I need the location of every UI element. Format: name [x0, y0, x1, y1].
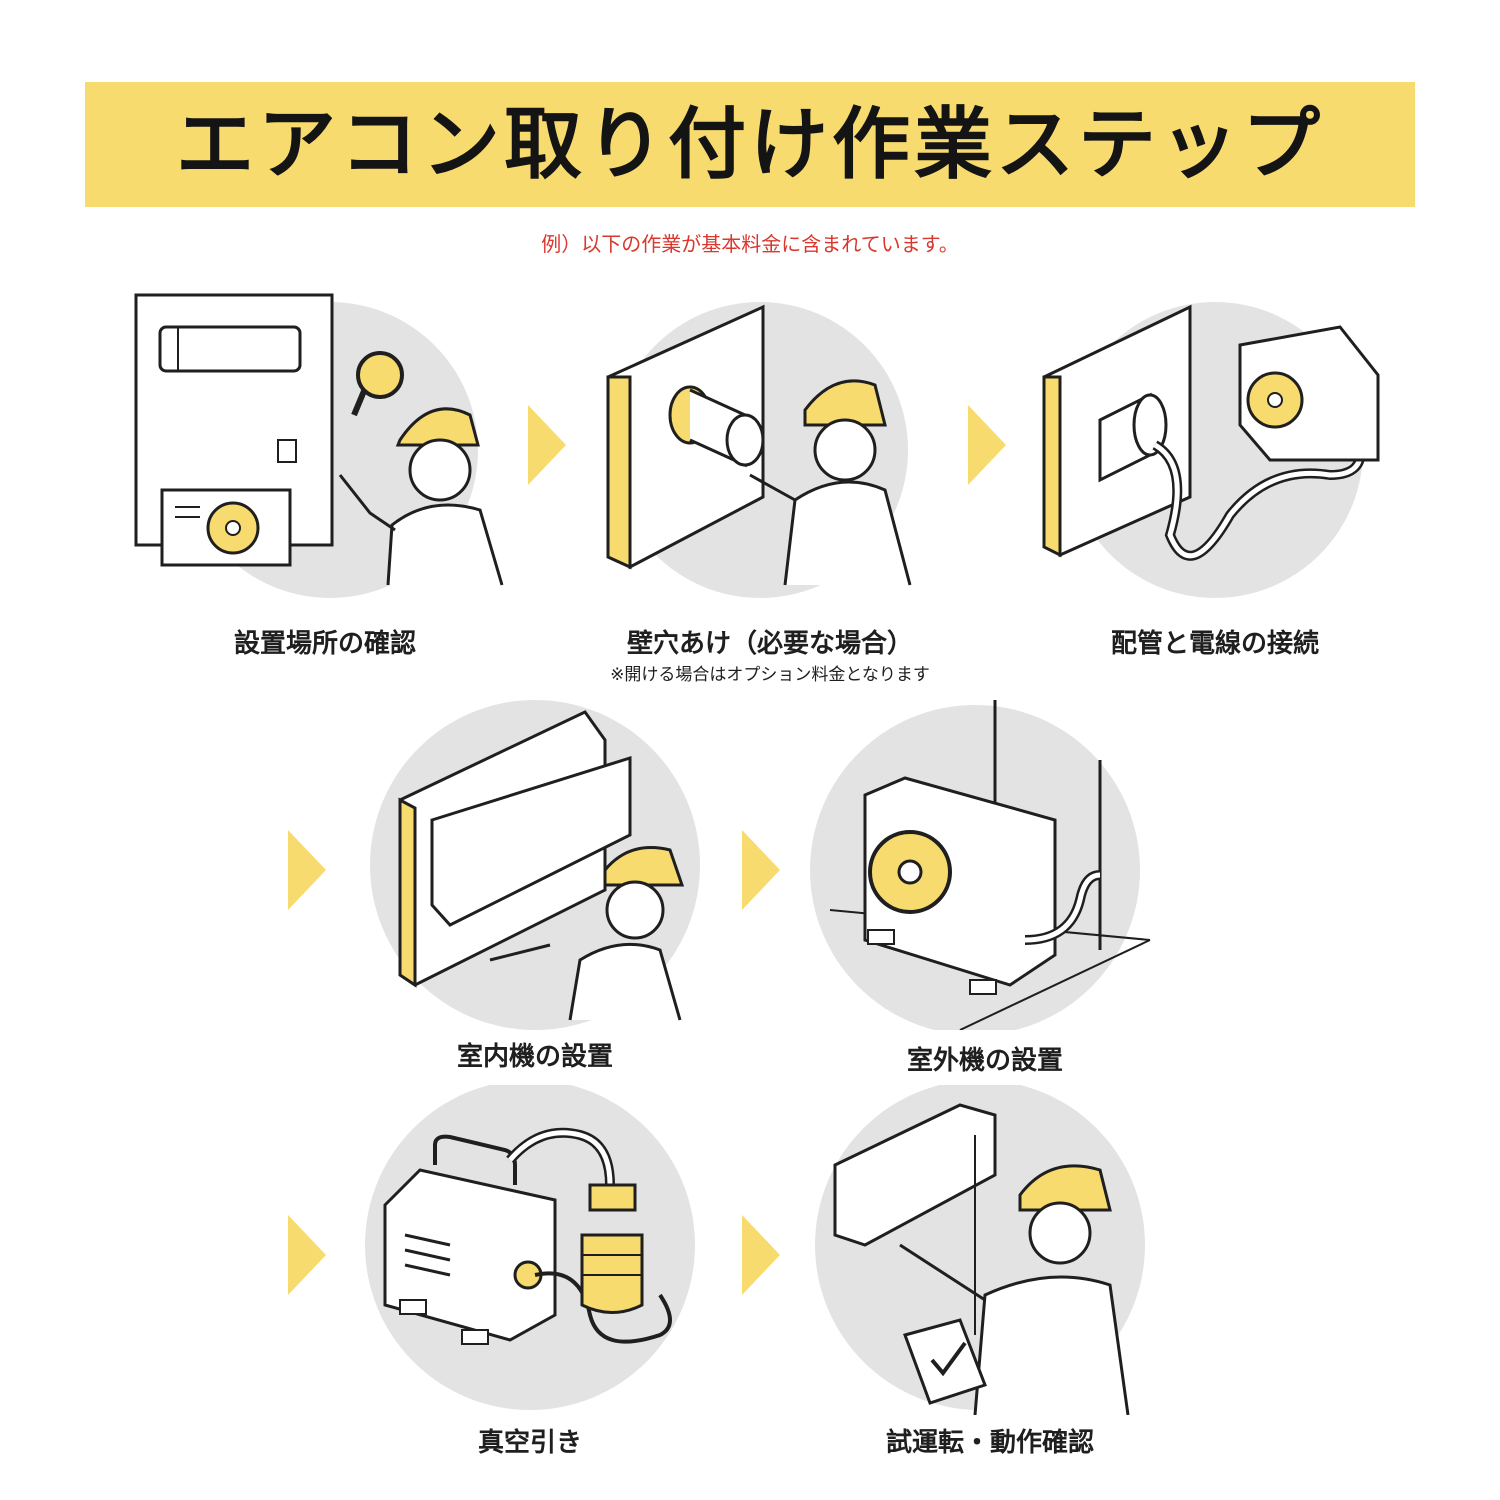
step-7: 試運転・動作確認 [810, 1085, 1160, 1465]
vacuum-pump-icon [365, 1085, 695, 1410]
arrow-icon [742, 830, 782, 914]
arrow-icon [288, 830, 328, 914]
arrow-icon [968, 405, 1008, 489]
step-label: 試運転・動作確認 [885, 1428, 1094, 1458]
step-2: 壁穴あけ（必要な場合） ※開ける場合はオプション料金となります [580, 285, 960, 685]
step-label: 壁穴あけ（必要な場合） [626, 629, 913, 659]
step-1: 設置場所の確認 [130, 285, 520, 659]
indoor-unit-icon [370, 700, 700, 1030]
arrow-icon [742, 1215, 782, 1299]
step-label: 配管と電線の接続 [1110, 629, 1319, 659]
note-text: 例）以下の作業が基本料金に含まれています。 [541, 232, 959, 256]
test-run-icon [815, 1085, 1145, 1415]
step-5: 室外機の設置 [810, 700, 1160, 1080]
arrow-icon [288, 1215, 328, 1299]
step-label: 室内機の設置 [456, 1042, 613, 1072]
step-label: 真空引き [477, 1428, 582, 1458]
step-label: 室外機の設置 [906, 1046, 1063, 1076]
inspection-icon [134, 293, 504, 598]
step-4: 室内機の設置 [360, 700, 710, 1080]
title-banner: エアコン取り付け作業ステップ [85, 82, 1415, 207]
step-sub-note: ※開ける場合はオプション料金となります [610, 665, 930, 685]
page-title: エアコン取り付け作業ステップ [175, 100, 1324, 190]
arrow-icon [528, 405, 568, 489]
step-6: 真空引き [360, 1085, 710, 1465]
step-label: 設置場所の確認 [233, 629, 416, 659]
wall-drilling-icon [606, 302, 912, 598]
pipe-connection-icon [1042, 302, 1380, 598]
outdoor-unit-icon [810, 700, 1151, 1030]
step-3: 配管と電線の接続 [1030, 285, 1400, 659]
